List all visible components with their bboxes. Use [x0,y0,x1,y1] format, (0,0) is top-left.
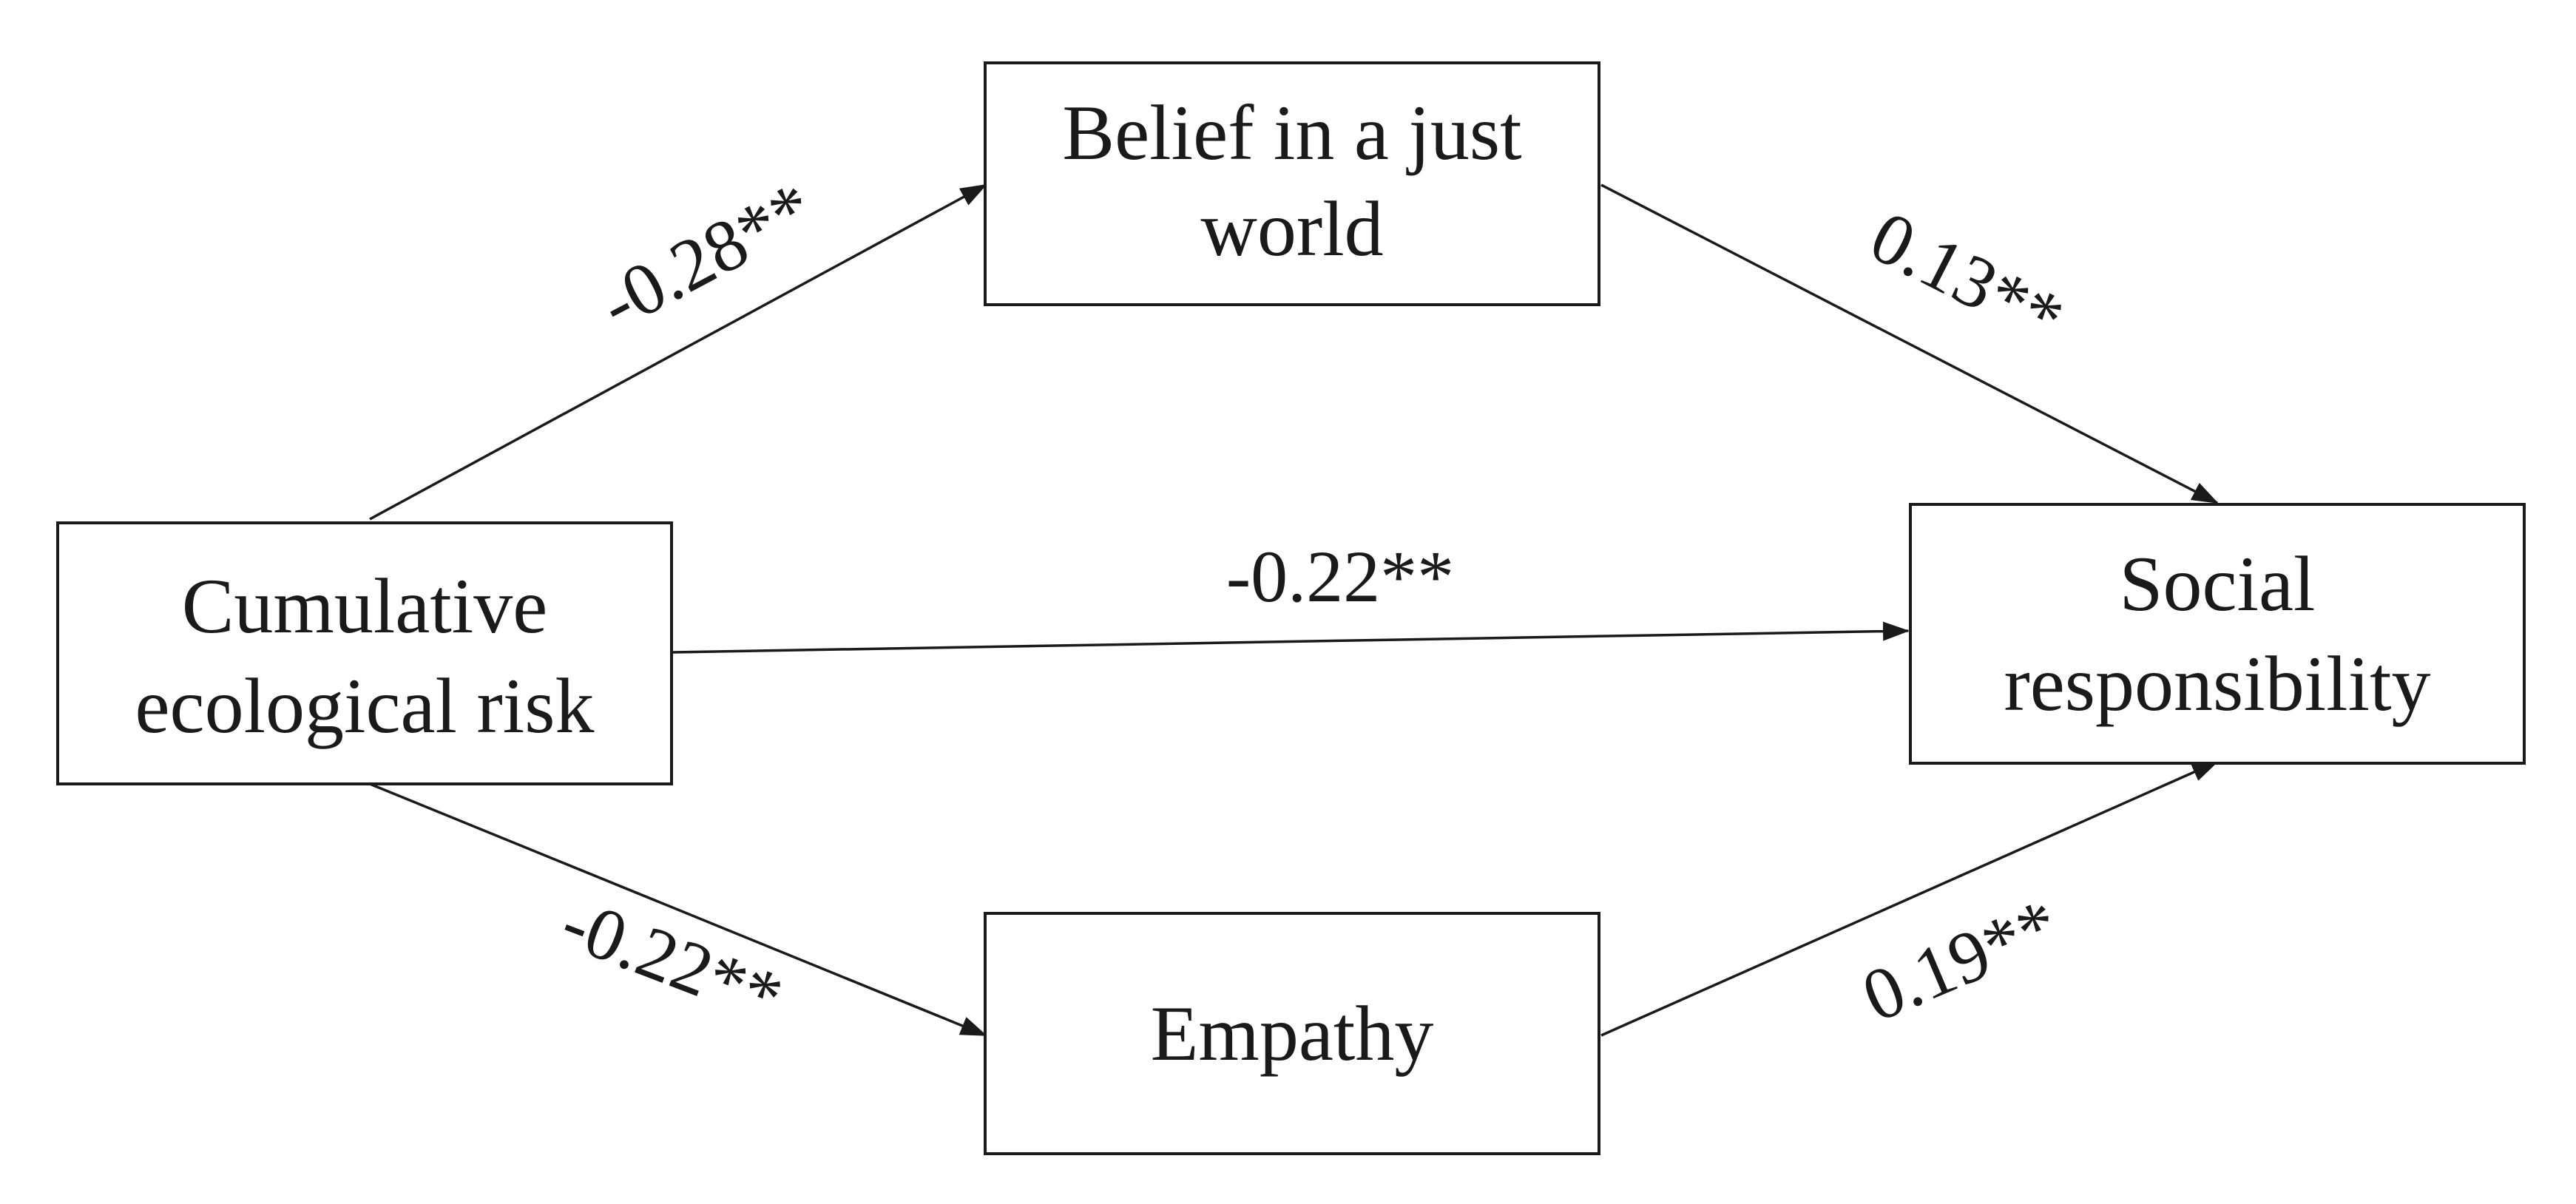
coef-risk-to-social: -0.22** [1226,535,1454,618]
node-cumulative-ecological-risk: Cumulative ecological risk [56,521,673,785]
node-empathy-label: Empathy [1151,990,1434,1077]
node-belief-label-line-2: world [1200,186,1383,272]
node-social-label-line-2: responsibility [2004,640,2430,727]
node-risk-label-line-1: Cumulative [182,563,548,649]
coef-risk-to-empathy: -0.22** [551,881,794,1039]
node-belief-in-a-just-world: Belief in a just world [984,61,1600,306]
node-belief-label-line-1: Belief in a just [1062,89,1521,176]
node-social-label-line-1: Social [2120,541,2316,627]
arrow-risk-to-empathy [369,782,987,1037]
node-risk-label-line-2: ecological risk [135,663,594,749]
coef-empathy-to-social: 0.19** [1851,882,2071,1038]
arrow-risk-to-social [672,621,1910,654]
arrow-belief-to-social [1600,183,2219,504]
arrow-risk-to-belief [369,183,987,521]
coef-risk-to-belief: -0.28** [586,166,826,345]
arrow-empathy-to-social [1600,760,2219,1037]
node-empathy: Empathy [984,912,1600,1155]
node-social-responsibility: Social responsibility [1909,503,2526,765]
